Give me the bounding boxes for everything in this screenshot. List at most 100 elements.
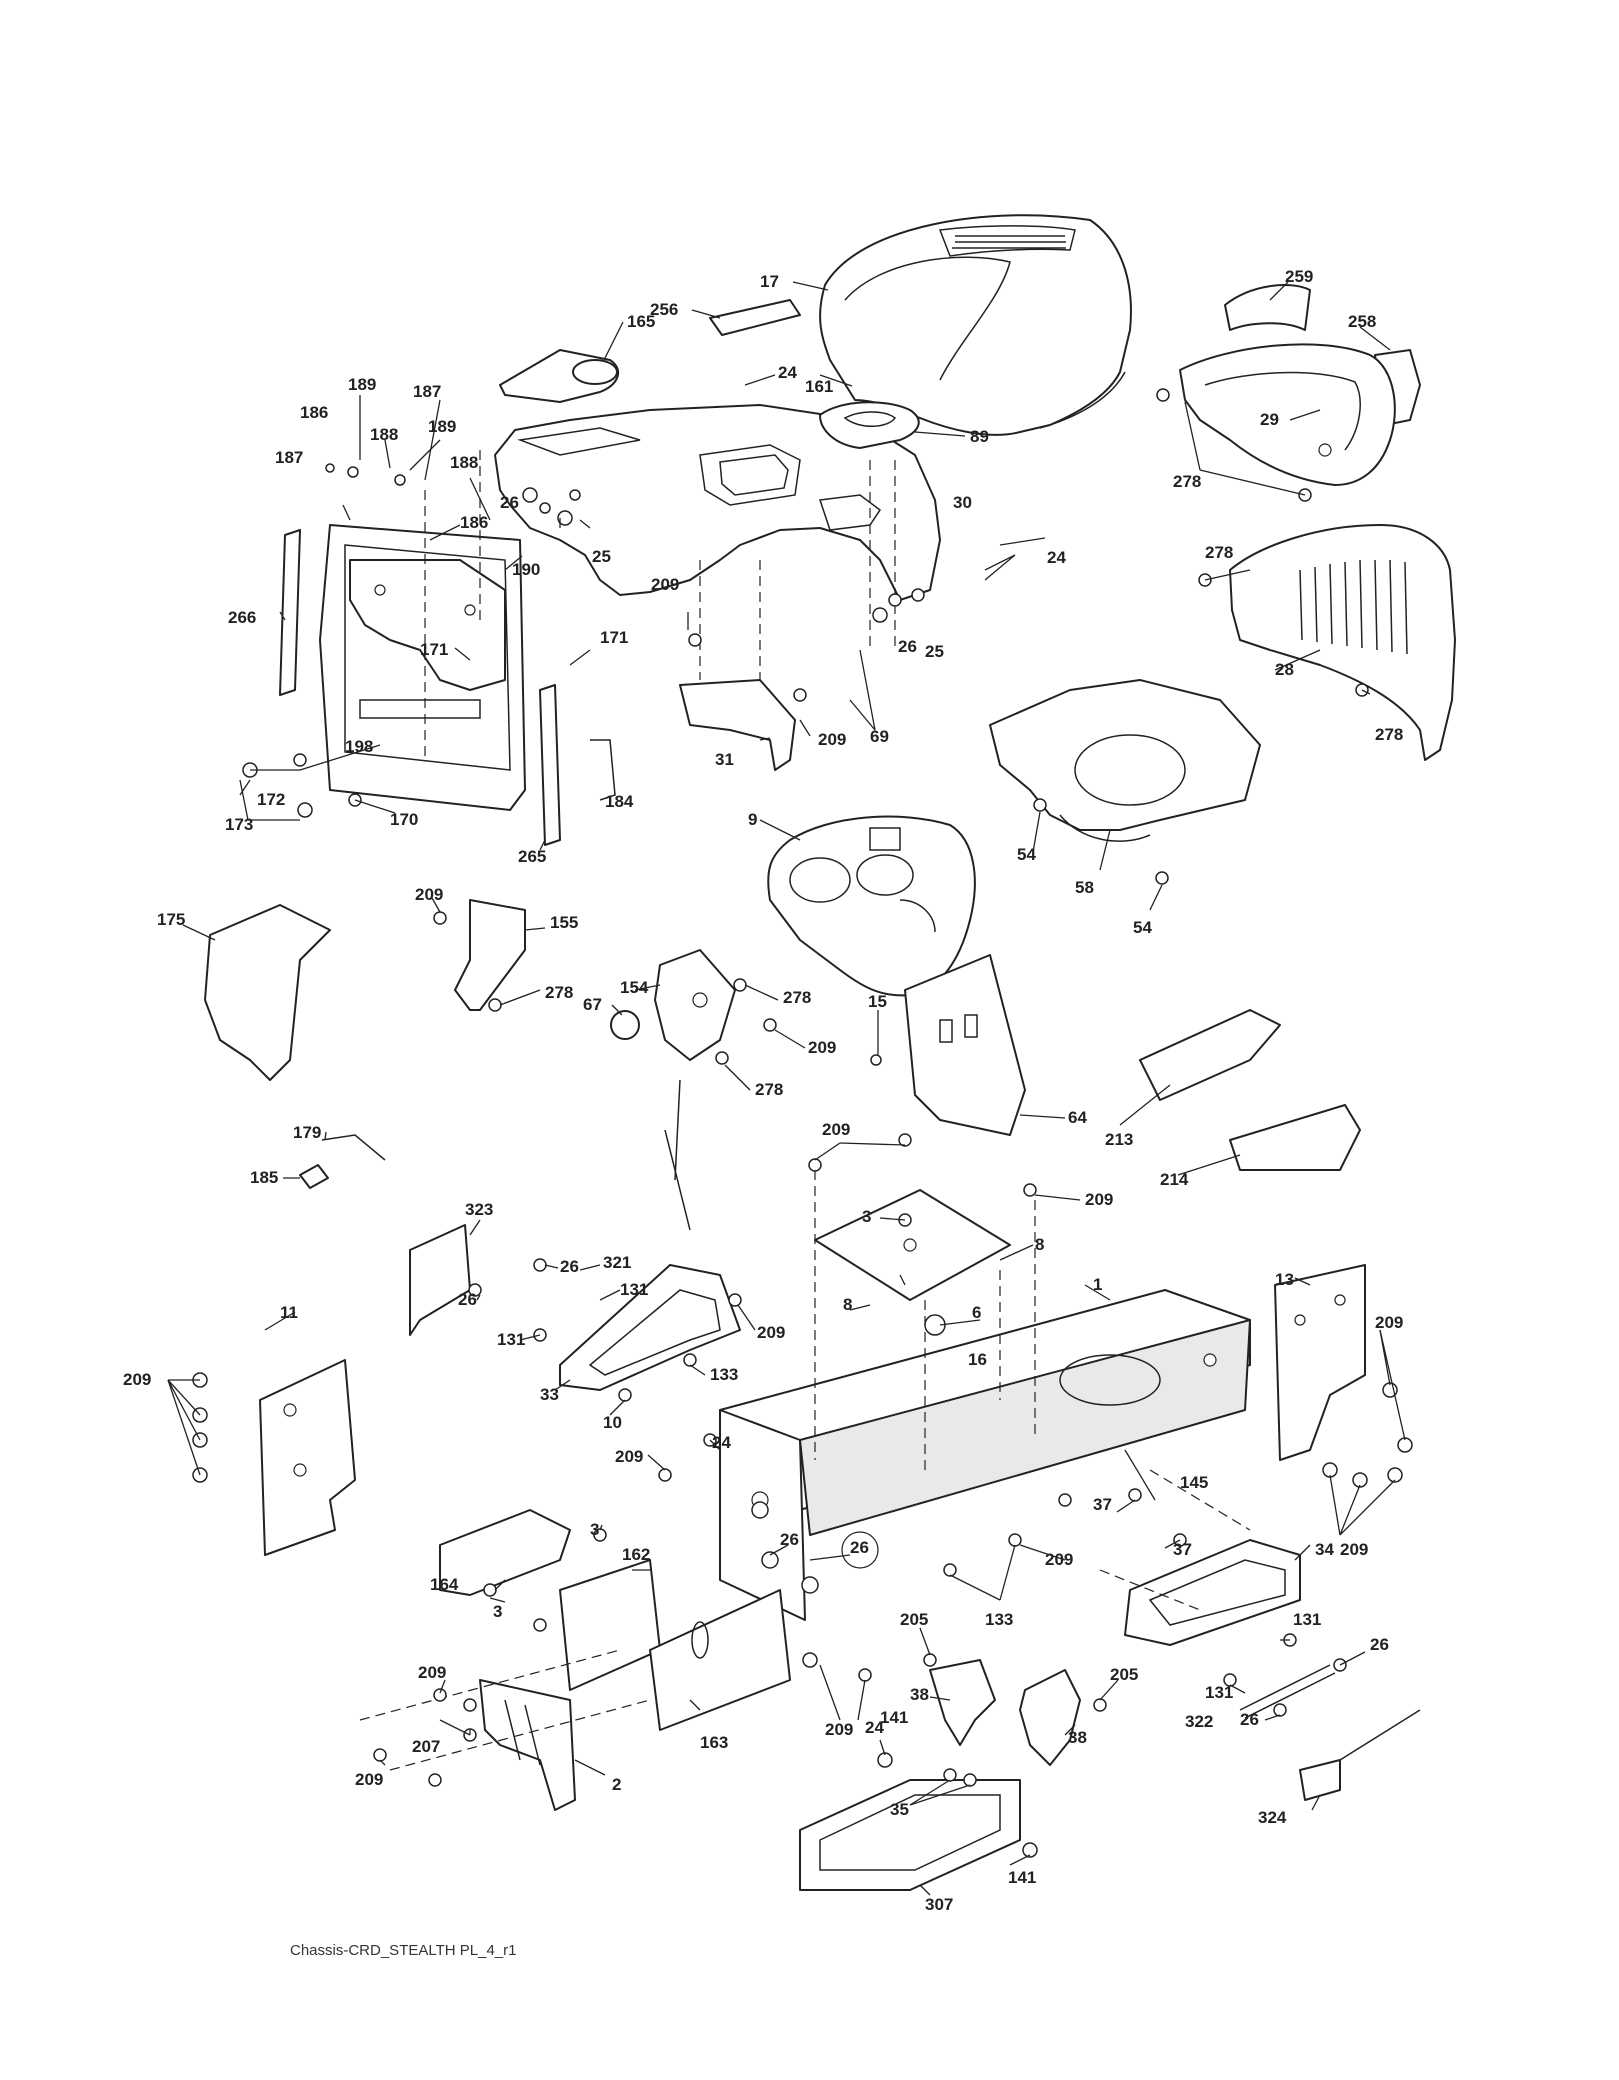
callout-131c: 131 <box>1293 1610 1321 1629</box>
callout-25b: 25 <box>925 642 944 661</box>
callout-163: 163 <box>700 1733 728 1752</box>
callout-38a: 38 <box>910 1685 929 1704</box>
callout-265: 265 <box>518 847 546 866</box>
cover-214 <box>1229 1104 1361 1171</box>
callout-278b: 278 <box>1205 543 1233 562</box>
channel-266 <box>279 529 301 696</box>
callout-154: 154 <box>620 978 649 997</box>
callout-3b: 3 <box>590 1520 599 1539</box>
seat-pan-58 <box>989 679 1261 842</box>
callout-170: 170 <box>390 810 418 829</box>
callout-26c: 26 <box>560 1257 579 1276</box>
callout-145: 145 <box>1180 1473 1208 1492</box>
callout-205b: 205 <box>1110 1665 1138 1684</box>
callout-64: 64 <box>1068 1108 1087 1127</box>
callout-278a: 278 <box>1173 472 1201 491</box>
callout-164: 164 <box>430 1575 459 1594</box>
callout-209c: 209 <box>415 885 443 904</box>
frame-1 <box>719 1289 1251 1621</box>
callout-187b: 187 <box>275 448 303 467</box>
callout-29: 29 <box>1260 410 1279 429</box>
callout-133b: 133 <box>985 1610 1013 1629</box>
callout-9: 9 <box>748 810 757 829</box>
callout-1: 1 <box>1093 1275 1102 1294</box>
callout-2: 2 <box>612 1775 621 1794</box>
callout-3c: 3 <box>493 1602 502 1621</box>
callout-24c: 24 <box>712 1433 731 1452</box>
callout-8b: 8 <box>843 1295 852 1314</box>
bracket-38a <box>929 1659 996 1746</box>
callout-185: 185 <box>250 1168 278 1187</box>
bracket-31 <box>679 679 796 771</box>
cover-213 <box>1139 1009 1281 1101</box>
console-89 <box>819 401 920 449</box>
callout-214: 214 <box>1160 1170 1189 1189</box>
knob-67 <box>610 1010 640 1040</box>
fuel-door-165 <box>499 349 620 403</box>
callout-323: 323 <box>465 1200 493 1219</box>
callout-34: 34 <box>1315 1540 1334 1559</box>
callout-188b: 188 <box>450 453 478 472</box>
callout-26g: 26 <box>1370 1635 1389 1654</box>
callout-171a: 171 <box>420 640 448 659</box>
callout-25a: 25 <box>592 547 611 566</box>
callout-141b: 141 <box>1008 1868 1036 1887</box>
callout-31: 31 <box>715 750 734 769</box>
callout-209f: 209 <box>1085 1190 1113 1209</box>
knob-185 <box>299 1164 329 1189</box>
callout-37a: 37 <box>1093 1495 1112 1514</box>
channel-265 <box>539 684 561 846</box>
callout-26a: 26 <box>500 493 519 512</box>
callout-190: 190 <box>512 560 540 579</box>
callout-258: 258 <box>1348 312 1376 331</box>
callout-26f: 26 <box>780 1530 799 1549</box>
linkage-154 <box>654 949 736 1231</box>
callout-207: 207 <box>412 1737 440 1756</box>
callout-131b: 131 <box>497 1330 525 1349</box>
callout-26b: 26 <box>898 637 917 656</box>
callout-209o: 209 <box>355 1770 383 1789</box>
callout-266: 266 <box>228 608 256 627</box>
callout-209h: 209 <box>1375 1313 1403 1332</box>
callout-209j: 209 <box>615 1447 643 1466</box>
callout-189a: 189 <box>348 375 376 394</box>
callout-8a: 8 <box>1035 1235 1044 1254</box>
callout-11: 11 <box>280 1303 298 1322</box>
step-33 <box>559 1264 741 1391</box>
callout-13: 13 <box>1275 1270 1294 1289</box>
step-164 <box>439 1509 571 1596</box>
callout-141a: 141 <box>880 1708 908 1727</box>
callout-28: 28 <box>1275 660 1294 679</box>
callout-189b: 189 <box>428 417 456 436</box>
callout-165: 165 <box>627 312 655 331</box>
bracket-38b <box>1019 1669 1081 1766</box>
callout-209l: 209 <box>1340 1540 1368 1559</box>
lens-259 <box>1224 284 1311 331</box>
callout-209k: 209 <box>1045 1550 1073 1569</box>
callout-6: 6 <box>972 1303 981 1322</box>
callout-321: 321 <box>603 1253 631 1272</box>
bracket-2 <box>479 1679 576 1811</box>
lever-179 <box>321 1134 386 1161</box>
panel-64 <box>904 954 1026 1136</box>
shield-175 <box>204 904 331 1081</box>
callout-307: 307 <box>925 1895 953 1914</box>
assembly-guides <box>359 450 1251 1771</box>
callout-209d: 209 <box>808 1038 836 1057</box>
hood-17 <box>819 214 1132 436</box>
callout-26e: 26 <box>850 1538 869 1557</box>
callout-131a: 131 <box>620 1280 648 1299</box>
callout-58: 58 <box>1075 878 1094 897</box>
callout-209i: 209 <box>123 1370 151 1389</box>
callout-24b: 24 <box>1047 548 1066 567</box>
bracket-155 <box>454 899 526 1011</box>
callout-205a: 205 <box>900 1610 928 1629</box>
bar-322 <box>1239 1664 1336 1719</box>
callout-198: 198 <box>345 737 373 756</box>
plate-162 <box>559 1559 661 1691</box>
callout-278e: 278 <box>783 988 811 1007</box>
callout-3a: 3 <box>862 1207 871 1226</box>
step-34 <box>1124 1539 1301 1646</box>
dash-console-9 <box>767 815 976 997</box>
callout-10: 10 <box>603 1413 622 1432</box>
